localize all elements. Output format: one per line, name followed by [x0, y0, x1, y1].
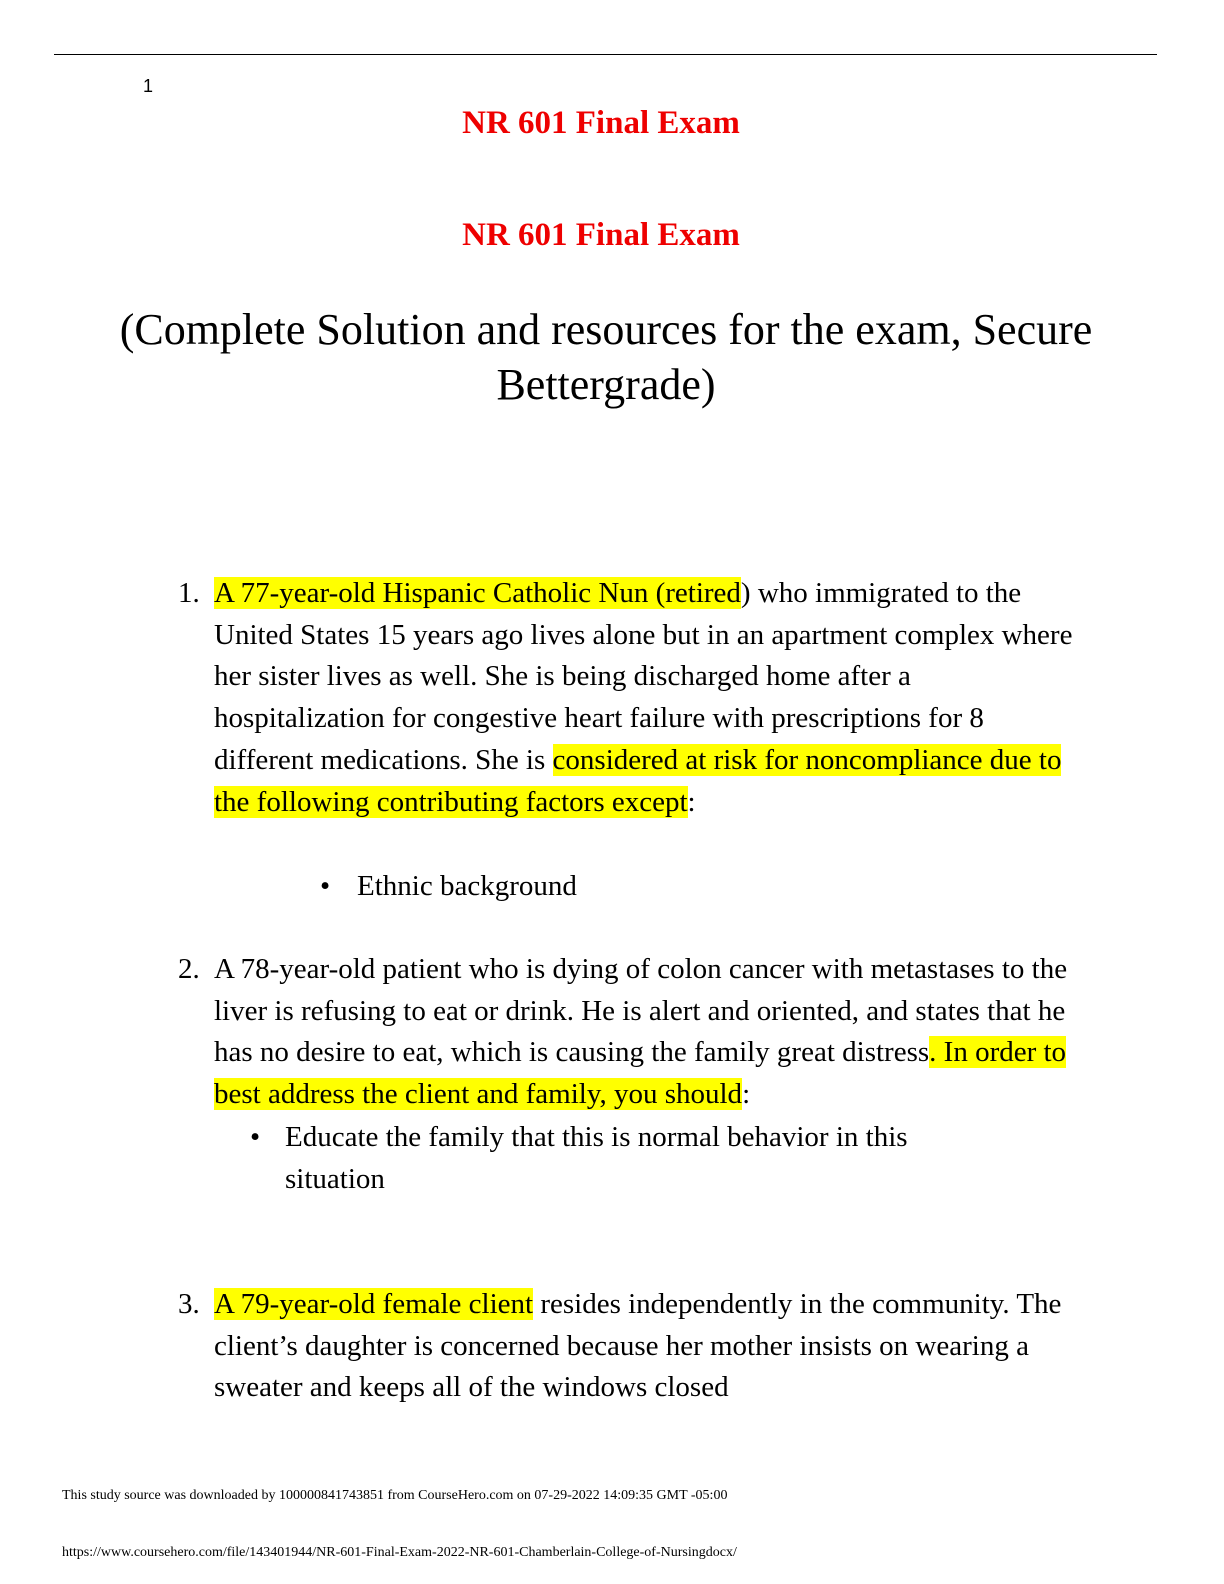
document-title-repeat: NR 601 Final Exam [462, 217, 740, 253]
plain-text: ) who immigrated to the United States 15… [214, 577, 1073, 776]
question-number: 1. [178, 577, 200, 609]
answer-text: Ethnic background [357, 870, 577, 902]
document-subtitle: (Complete Solution and resources for the… [119, 305, 1093, 409]
bullet-icon: • [320, 870, 331, 902]
highlighted-text: A 79-year-old female client [214, 1288, 534, 1320]
download-note: This study source was downloaded by 1000… [62, 1488, 728, 1503]
answer-text: Educate the family that this is normal b… [285, 1121, 908, 1195]
source-url: https://www.coursehero.com/file/14340194… [62, 1545, 737, 1560]
plain-text: resides independently in the community. … [214, 1288, 1062, 1404]
plain-text: A 78-year-old patient who is dying of co… [214, 953, 1068, 1069]
question-number: 3. [178, 1288, 200, 1320]
plain-text: : [742, 1078, 751, 1111]
document-title: NR 601 Final Exam [462, 105, 740, 141]
question-text: A 78-year-old patient who is dying of co… [214, 949, 1074, 1116]
question-number: 2. [178, 953, 200, 985]
header-rule [54, 54, 1157, 55]
page-number: 1 [143, 76, 154, 96]
highlighted-text: A 77-year-old Hispanic Catholic Nun (ret… [214, 577, 741, 609]
bullet-icon: • [250, 1121, 261, 1153]
question-text: A 77-year-old Hispanic Catholic Nun (ret… [214, 573, 1074, 823]
question-text: A 79-year-old female client resides inde… [214, 1284, 1074, 1409]
plain-text: : [687, 785, 696, 818]
